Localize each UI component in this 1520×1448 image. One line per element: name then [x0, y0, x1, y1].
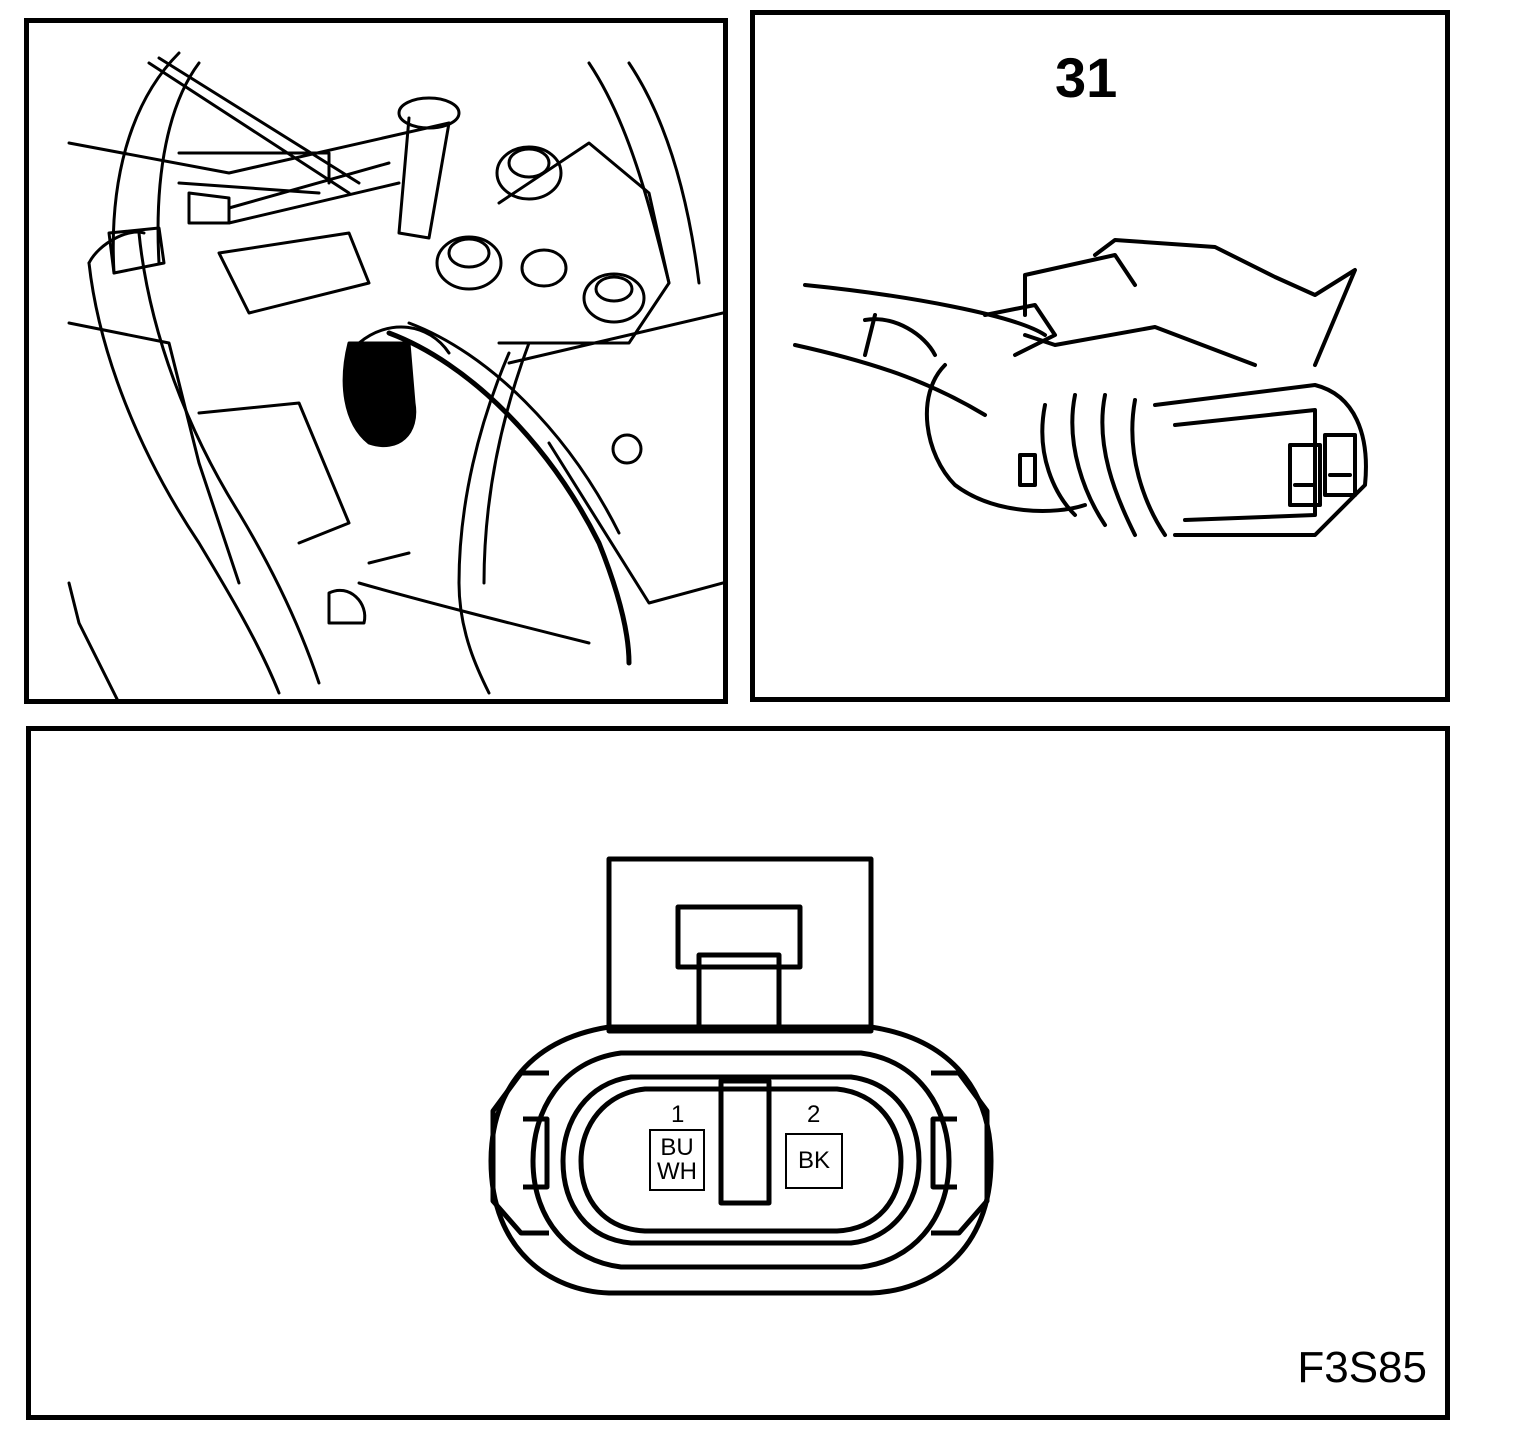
engine-location-panel [24, 18, 728, 704]
pin-1-color-bottom: WH [657, 1158, 697, 1185]
pin-2-number: 2 [807, 1101, 821, 1128]
connector-view-panel: 31 [750, 10, 1450, 702]
pin-2-color-label: BK [785, 1133, 843, 1189]
component-number: 31 [1055, 46, 1118, 109]
connector-illustration [793, 238, 1368, 537]
pin-assignment-panel: 1 BU WH 2 BK F3S85 [26, 726, 1450, 1420]
engine-bay-illustration [67, 51, 723, 699]
figure-code: F3S85 [1297, 1343, 1427, 1392]
pin-1-number: 1 [671, 1101, 685, 1128]
pin-1-color-label: BU WH [649, 1129, 705, 1191]
connector-face-drawing [488, 856, 994, 1296]
pin-2-color-top: BK [797, 1147, 830, 1174]
pin-1-color-top: BU [660, 1134, 694, 1161]
